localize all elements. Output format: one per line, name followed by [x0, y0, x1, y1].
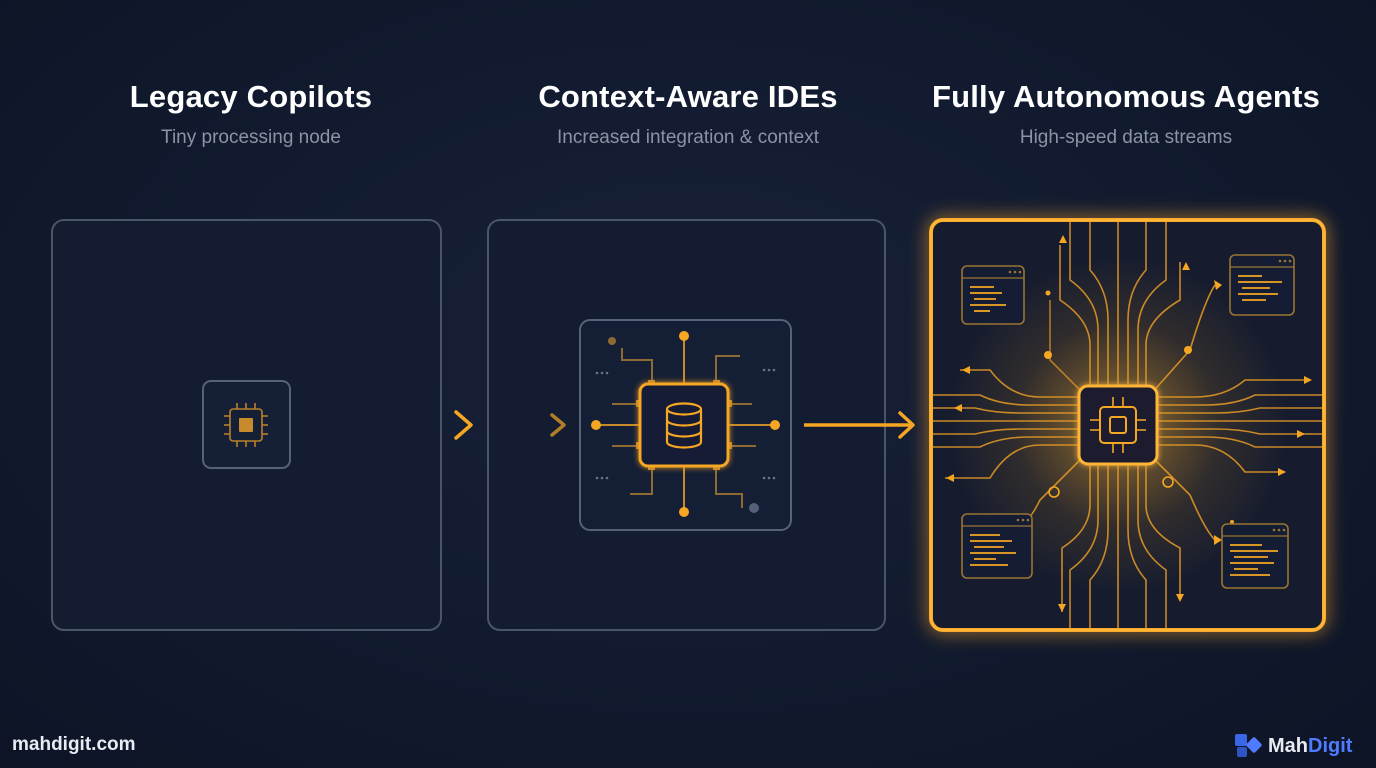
data-stream-lines — [933, 222, 1322, 628]
database-icon — [665, 402, 703, 449]
stage-1-subtitle: Tiny processing node — [161, 127, 341, 148]
stage-3-panel — [929, 218, 1326, 632]
stage-3-subtitle: High-speed data streams — [1019, 127, 1233, 148]
code-window-icon — [1221, 523, 1289, 589]
stage-2-title: Context-Aware IDEs — [538, 79, 838, 114]
brand-name-part2: Digit — [1308, 734, 1353, 757]
stage-3-header: Fully Autonomous Agents High-speed data … — [896, 76, 1356, 150]
stream-nodes — [1044, 290, 1234, 524]
stage-3-title: Fully Autonomous Agents — [931, 79, 1321, 114]
brand-name-part1: Mah — [1268, 734, 1308, 757]
stream-arrowheads — [946, 235, 1312, 612]
code-window-icon — [961, 513, 1033, 579]
mahdigit-logo-icon — [1235, 734, 1262, 757]
context-connections — [596, 336, 775, 512]
brand-logo: MahDigit — [1234, 733, 1352, 759]
arrow-right-icon — [804, 411, 915, 439]
stage-2-subtitle: Increased integration & context — [557, 127, 819, 148]
code-window-icon — [1229, 254, 1295, 316]
stage-1-title: Legacy Copilots — [129, 79, 373, 114]
chip-icon — [1077, 384, 1159, 466]
code-window-icon — [961, 265, 1025, 325]
arrow-right-icon — [292, 410, 473, 440]
stage-1-header: Legacy Copilots Tiny processing node — [21, 76, 481, 150]
stage-1-panel — [51, 219, 442, 631]
stage-2-header: Context-Aware IDEs Increased integration… — [458, 76, 918, 150]
website-url[interactable]: mahdigit.com — [12, 734, 136, 755]
stage-2-panel — [487, 219, 886, 631]
chip-icon — [224, 403, 268, 447]
